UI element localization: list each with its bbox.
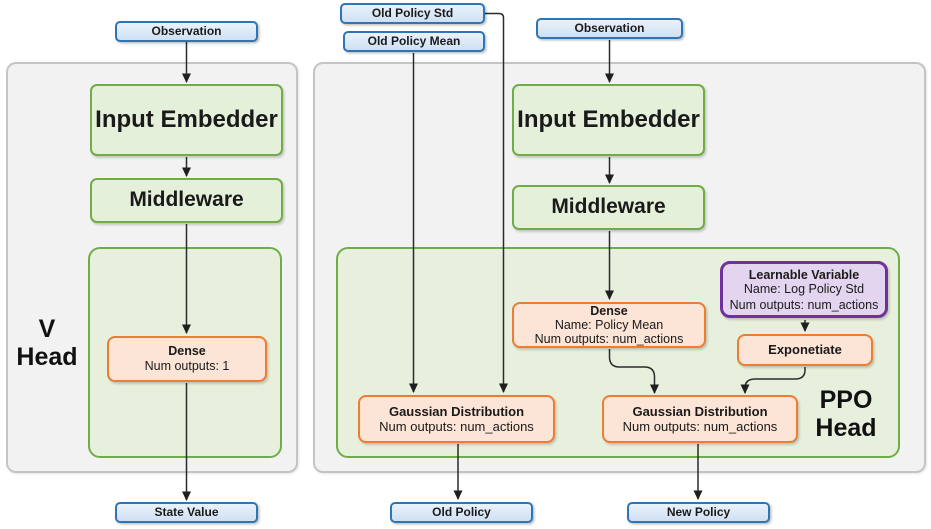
v-head-label-line1: V: [38, 315, 56, 343]
old-policy-std-input: Old Policy Std: [340, 3, 485, 24]
new-policy-output-label: New Policy: [666, 505, 731, 520]
middleware-ppo: Middleware: [512, 185, 705, 230]
observation-input-v-label: Observation: [151, 24, 222, 39]
gaussian-distribution-new: Gaussian Distribution Num outputs: num_a…: [602, 395, 798, 443]
middleware-v: Middleware: [90, 178, 283, 223]
input-embedder-ppo-label: Input Embedder: [517, 105, 700, 133]
old-policy-mean-input-label: Old Policy Mean: [367, 34, 461, 49]
input-embedder-ppo: Input Embedder: [512, 84, 705, 156]
v-head-label-line2: Head: [16, 343, 78, 371]
gaussian-new-outputs: Num outputs: num_actions: [622, 419, 778, 434]
state-value-output-label: State Value: [154, 505, 219, 520]
old-policy-output: Old Policy: [390, 502, 533, 523]
gaussian-distribution-old: Gaussian Distribution Num outputs: num_a…: [358, 395, 555, 443]
middleware-ppo-label: Middleware: [551, 195, 666, 219]
exponetiate: Exponetiate: [737, 334, 873, 366]
new-policy-output: New Policy: [627, 502, 770, 523]
middleware-v-label: Middleware: [129, 188, 244, 212]
old-policy-mean-input: Old Policy Mean: [343, 31, 485, 52]
input-embedder-v-label: Input Embedder: [95, 105, 278, 133]
state-value-output: State Value: [115, 502, 258, 523]
observation-input-v: Observation: [115, 21, 258, 42]
gaussian-new-title: Gaussian Distribution: [632, 403, 768, 419]
ppo-head-label-line2: Head: [815, 414, 877, 442]
observation-input-ppo: Observation: [536, 18, 683, 39]
gaussian-old-title: Gaussian Distribution: [388, 403, 525, 419]
gaussian-old-outputs: Num outputs: num_actions: [379, 419, 534, 434]
exponetiate-label: Exponetiate: [768, 342, 842, 358]
arrow-dense-to-gaussian-new: [608, 349, 659, 394]
input-embedder-v: Input Embedder: [90, 84, 283, 156]
dense-policy-mean-name: Name: Policy Mean: [554, 318, 664, 332]
observation-input-ppo-label: Observation: [574, 21, 645, 36]
old-policy-output-label: Old Policy: [432, 505, 491, 520]
old-policy-std-input-label: Old Policy Std: [371, 6, 454, 21]
arrow-old-policy-std-to-gaussian-old: [485, 12, 508, 393]
dense-policy-mean-title: Dense: [590, 304, 628, 318]
arrow-exponetiate-to-gaussian-new: [740, 367, 806, 394]
dense-v-outputs: Num outputs: 1: [144, 359, 230, 373]
dense-policy-mean-outputs: Num outputs: num_actions: [534, 332, 684, 346]
v-head-label: V Head: [6, 315, 88, 371]
ppo-head-label-line1: PPO: [819, 386, 873, 414]
learnable-variable-outputs: Num outputs: num_actions: [729, 297, 879, 312]
dense-v: Dense Num outputs: 1: [107, 336, 267, 382]
learnable-variable: Learnable Variable Name: Log Policy Std …: [720, 261, 888, 318]
dense-policy-mean: Dense Name: Policy Mean Num outputs: num…: [512, 302, 706, 348]
dense-v-title: Dense: [168, 344, 206, 359]
learnable-variable-title: Learnable Variable: [748, 267, 860, 282]
ppo-head-label: PPO Head: [800, 386, 892, 442]
learnable-variable-name: Name: Log Policy Std: [743, 281, 865, 296]
